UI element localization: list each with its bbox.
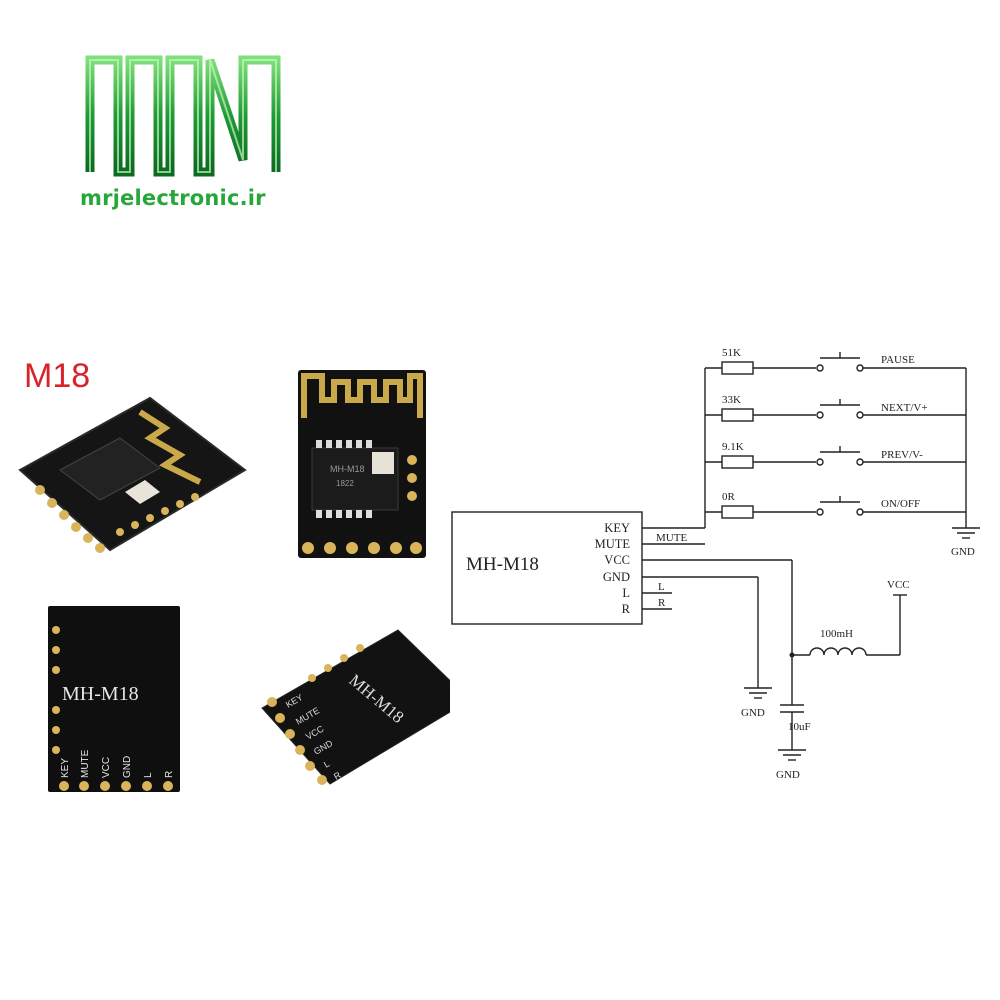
brand-site-text: mrjelectronic.ir (80, 186, 266, 210)
pin-label-gnd: GND (122, 756, 133, 778)
gnd-label-module: GND (741, 707, 765, 719)
net-r-label: R (658, 597, 666, 609)
board-photo-bottom: MH-M18 KEY MUTE VCC GND L R (48, 606, 180, 792)
capacitor-label: 10uF (788, 721, 811, 733)
chip-marking: MH-M18 (330, 464, 365, 474)
pin-label-r-angled: R (332, 770, 343, 782)
key-label-prev: PREV/V- (881, 449, 923, 461)
board-photo-top: MH-M18 1822 (298, 370, 426, 558)
switch-next (816, 399, 864, 419)
board-photo-isometric (18, 396, 247, 553)
key-label-onoff: ON/OFF (881, 498, 920, 510)
switch-pause (816, 352, 864, 372)
resistor-label-onoff: 0R (722, 491, 736, 503)
inductor-label: 100mH (820, 628, 853, 640)
module-pin-vcc: VCC (604, 553, 630, 567)
resistor-label-pause: 51K (722, 347, 741, 359)
pin-label-r: R (164, 771, 175, 778)
resistor-label-next: 33K (722, 394, 741, 406)
pin-label-l-angled: L (322, 759, 331, 770)
pin-label-l: L (143, 772, 154, 778)
board-photo-angled: MH-M18 KEY MUTE VCC GND L R (261, 629, 450, 785)
module-pin-r: R (622, 602, 631, 616)
key-label-pause: PAUSE (881, 354, 915, 366)
wiring-schematic: MH-M18 KEY MUTE VCC GND L R MUTE L R 51K… (451, 347, 980, 781)
product-photos: MH-M18 1822 MH-M18 KEY MUTE VCC GND L R (18, 370, 450, 792)
board-bottom-marking: MH-M18 (62, 683, 139, 705)
key-label-next: NEXT/V+ (881, 402, 928, 414)
pin-label-vcc: VCC (101, 757, 112, 778)
gnd-label-capacitor: GND (776, 769, 800, 781)
brand-logo (85, 55, 281, 177)
vcc-supply-label: VCC (887, 579, 910, 591)
switch-prev (816, 446, 864, 466)
product-label: M18 (24, 357, 91, 395)
module-box (451, 511, 643, 625)
chip-sub-marking: 1822 (336, 479, 354, 488)
pin-label-key: KEY (60, 758, 71, 778)
switch-onoff (816, 496, 864, 516)
module-pin-l: L (622, 586, 630, 600)
module-pin-mute: MUTE (595, 537, 631, 551)
net-l-label: L (658, 581, 665, 593)
gnd-label-keys: GND (951, 546, 975, 558)
pin-label-mute: MUTE (80, 749, 91, 778)
resistor-label-prev: 9.1K (722, 441, 744, 453)
module-name: MH-M18 (466, 554, 539, 575)
net-mute-label: MUTE (656, 532, 687, 544)
module-pin-key: KEY (604, 521, 630, 535)
module-pin-gnd: GND (603, 570, 630, 584)
